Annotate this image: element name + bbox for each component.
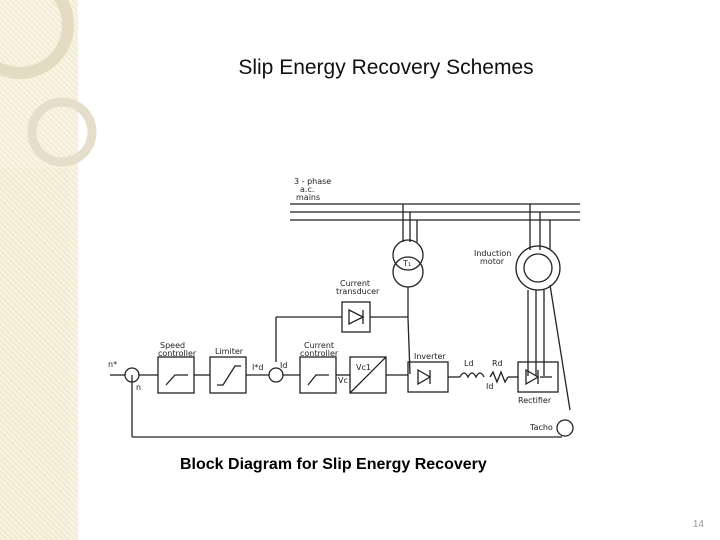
motor-label-2: motor xyxy=(480,257,505,266)
speed-controller-label-2: controller xyxy=(158,349,197,358)
tacho-label: Tacho xyxy=(529,423,553,432)
resistor-label: Rd xyxy=(492,359,503,368)
inverter-label: Inverter xyxy=(414,352,446,361)
motor-label-1: Induction xyxy=(474,249,511,258)
slip-energy-block-diagram: 3 - phase a.c. mains T₁ Induction motor … xyxy=(100,170,590,460)
rectifier-label: Rectifier xyxy=(518,396,552,405)
speed-controller-label-1: Speed xyxy=(160,341,185,350)
page-number: 14 xyxy=(692,519,704,530)
limiter-label: Limiter xyxy=(215,347,244,356)
mains-label-3: mains xyxy=(296,193,320,202)
transducer-label-2: transducer xyxy=(336,287,380,296)
mains-label-2: a.c. xyxy=(300,185,314,194)
current-reference-label: I*d xyxy=(252,363,263,372)
decorative-left-band-lower xyxy=(0,168,70,540)
transducer-label-1: Current xyxy=(340,279,370,288)
mains-label-1: 3 - phase xyxy=(294,177,331,186)
control-voltage-label: Vc xyxy=(338,376,348,385)
current-controller-label-2: controller xyxy=(300,349,339,358)
current-controller-label-1: Current xyxy=(304,341,334,350)
transformer-label: T₁ xyxy=(402,259,411,268)
figure-caption: Block Diagram for Slip Energy Recovery xyxy=(180,456,487,473)
slide-title: Slip Energy Recovery Schemes xyxy=(238,56,534,79)
speed-reference-label: n* xyxy=(108,360,117,369)
firing-voltage-label: Vc1 xyxy=(356,363,371,372)
dc-link-current-label: Id xyxy=(486,382,493,391)
inductor-label: Ld xyxy=(464,359,474,368)
speed-feedback-label: n xyxy=(136,383,141,392)
current-feedback-label: Id xyxy=(280,361,287,370)
